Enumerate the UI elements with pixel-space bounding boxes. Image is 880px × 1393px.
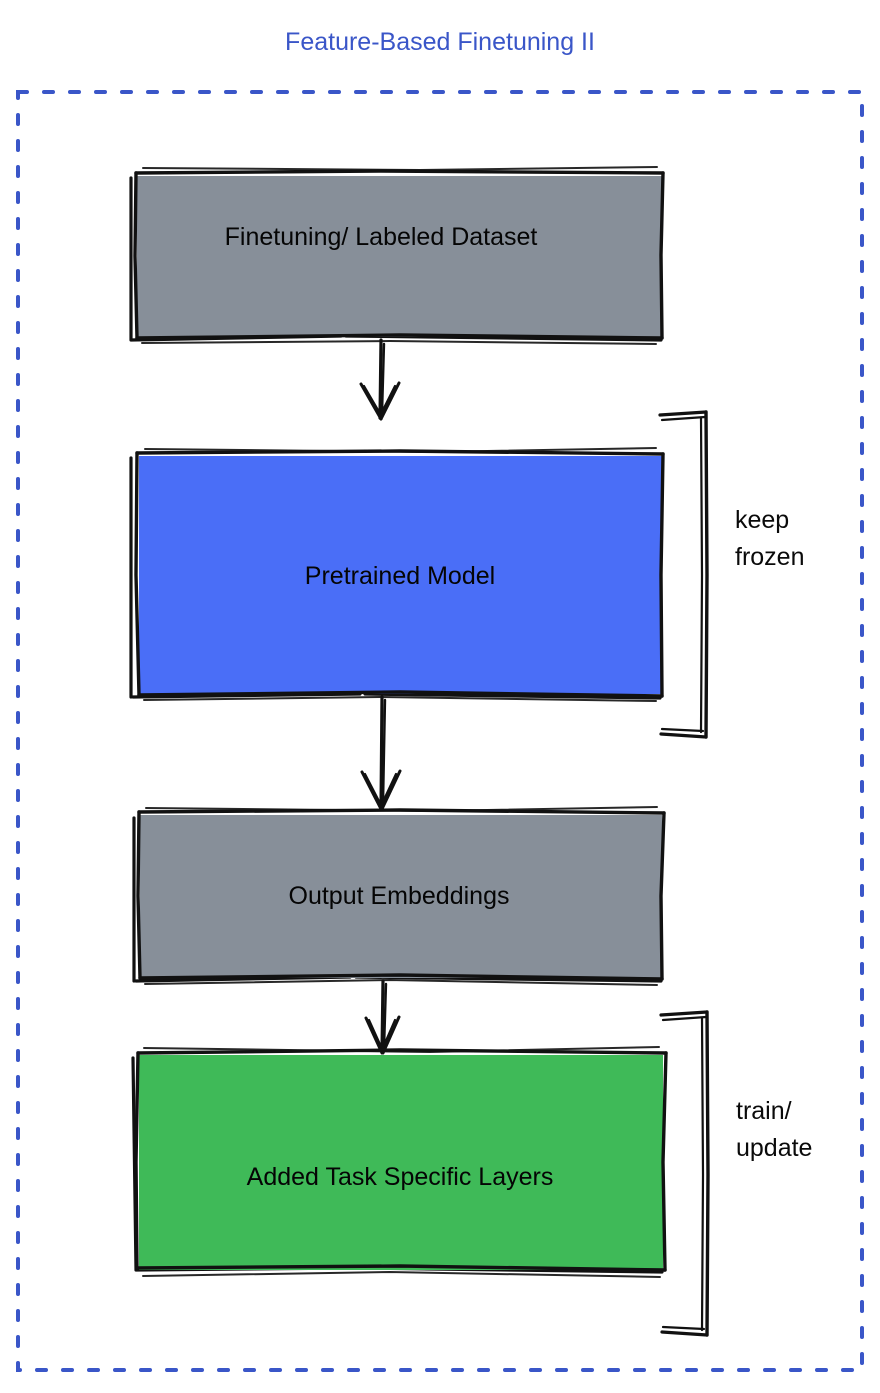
annotation-train-update-line2: update [736, 1134, 812, 1162]
arrow-pretrained-to-embeddings [360, 695, 402, 811]
node-embeddings-fill [140, 815, 662, 978]
annotation-train-update: train/ update [659, 1010, 812, 1337]
dashed-outline-frame [16, 90, 864, 1372]
node-task-layers-label: Added Task Specific Layers [247, 1163, 554, 1191]
annotation-train-update-line1: train/ [736, 1097, 792, 1125]
annotation-keep-frozen-line1: keep [735, 506, 789, 534]
annotation-keep-frozen-line2: frozen [735, 543, 804, 571]
node-task-layers[interactable]: Added Task Specific Layers [131, 1046, 668, 1278]
node-dataset[interactable]: Finetuning/ Labeled Dataset [129, 166, 665, 345]
page-title: Feature-Based Finetuning II [285, 28, 595, 56]
node-dataset-label: Finetuning/ Labeled Dataset [225, 223, 538, 251]
node-dataset-fill [137, 176, 662, 337]
node-pretrained-label: Pretrained Model [305, 562, 495, 590]
arrow-embeddings-to-tasklayers [364, 979, 401, 1055]
node-embeddings-label: Output Embeddings [289, 882, 510, 910]
node-pretrained-fill [139, 456, 662, 694]
node-embeddings[interactable]: Output Embeddings [132, 806, 666, 986]
arrow-dataset-to-pretrained [359, 338, 401, 421]
node-pretrained[interactable]: Pretrained Model [129, 447, 665, 702]
node-task-layers-fill [139, 1055, 663, 1270]
annotation-keep-frozen: keep frozen [658, 410, 804, 739]
